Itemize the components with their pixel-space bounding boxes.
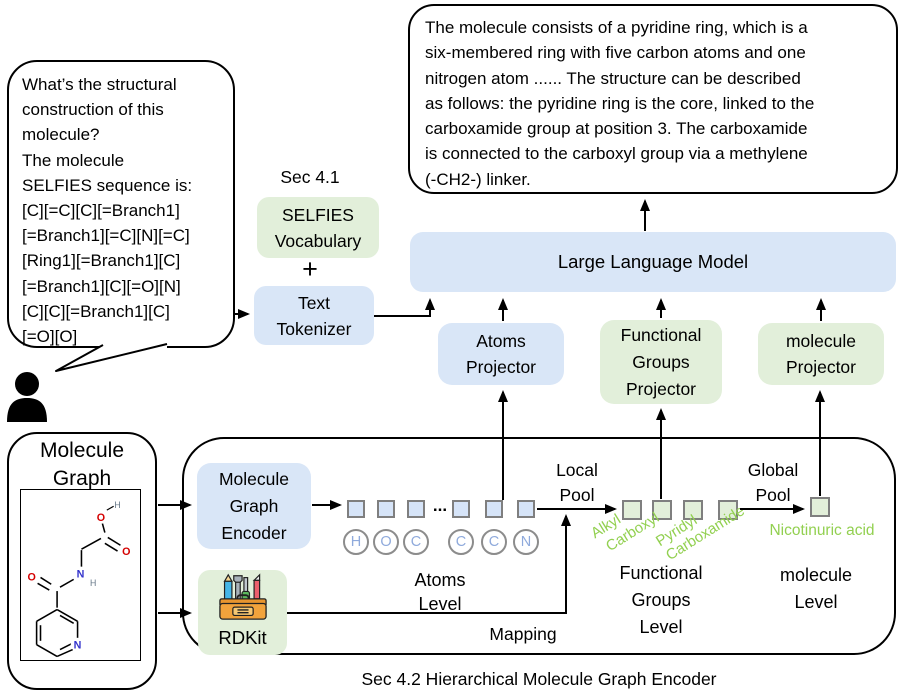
atom-token-square bbox=[407, 500, 425, 518]
tag-nicotinuric-acid: Nicotinuric acid bbox=[769, 522, 875, 539]
rdkit-label: RDKit bbox=[218, 627, 267, 648]
atom-circle-c: C bbox=[403, 529, 429, 555]
selfies-vocabulary-box: SELFIES Vocabulary bbox=[257, 197, 379, 258]
encoder-container bbox=[182, 437, 896, 655]
person-silhouette-icon bbox=[7, 372, 47, 422]
atom-label-h: H bbox=[114, 500, 120, 510]
atoms-projector-box: Atoms Projector bbox=[438, 323, 564, 385]
atom-token-square bbox=[452, 500, 470, 518]
rdkit-box: RDKit bbox=[198, 570, 287, 655]
figure-caption: Sec 4.2 Hierarchical Molecule Graph Enco… bbox=[361, 669, 717, 689]
molecule-graph-title: Molecule Graph bbox=[39, 439, 125, 490]
mapping-label: Mapping bbox=[489, 624, 557, 644]
global-pool-label: Global Pool bbox=[747, 460, 799, 505]
atom-circle-c: C bbox=[448, 529, 474, 555]
molecule-graph-encoder-box: Molecule Graph Encoder bbox=[197, 463, 311, 549]
atom-circle-n: N bbox=[513, 529, 539, 555]
molecule-projector-box: molecule Projector bbox=[758, 323, 884, 385]
atom-label-n: N bbox=[77, 568, 85, 580]
atom-label-h: H bbox=[90, 578, 96, 588]
functional-group-square bbox=[718, 500, 738, 520]
question-bubble: What’s the structural construction of th… bbox=[7, 60, 235, 348]
atom-token-square bbox=[517, 500, 535, 518]
atom-circle-c: C bbox=[481, 529, 507, 555]
toolbox-icon bbox=[218, 573, 267, 620]
functional-group-square bbox=[683, 500, 703, 520]
atom-circle-o: O bbox=[373, 529, 399, 555]
functional-group-square bbox=[652, 500, 672, 520]
plus-sign: + bbox=[302, 254, 318, 284]
arrow-tokenizer-to-llm bbox=[374, 298, 435, 317]
atom-token-square bbox=[485, 500, 503, 518]
user-icon bbox=[6, 372, 48, 422]
sec-41-label: Sec 4.1 bbox=[280, 167, 340, 187]
molecule-structure-image: H O O O N H N bbox=[20, 489, 141, 661]
llm-box: Large Language Model bbox=[410, 232, 896, 292]
functional-groups-projector-box: Functional Groups Projector bbox=[600, 320, 722, 404]
atom-label-n: N bbox=[74, 640, 82, 652]
local-pool-label: Local Pool bbox=[556, 460, 598, 505]
atom-circle-h: H bbox=[343, 529, 369, 555]
atom-label-o: O bbox=[97, 512, 105, 524]
ellipsis: ... bbox=[432, 496, 448, 515]
nicotinuric-acid-structure: H O O O N H N bbox=[28, 500, 130, 658]
atoms-level-label: Atoms Level bbox=[414, 570, 466, 614]
text-tokenizer-box: Text Tokenizer bbox=[254, 286, 374, 345]
functional-group-square bbox=[622, 500, 642, 520]
atom-label-o: O bbox=[28, 571, 36, 583]
atom-token-square bbox=[347, 500, 365, 518]
molecule-level-label: molecule Level bbox=[779, 565, 853, 612]
response-bubble: The molecule consists of a pyridine ring… bbox=[408, 4, 898, 194]
molecule-level-square bbox=[810, 497, 830, 517]
atom-label-o: O bbox=[122, 546, 130, 558]
atom-token-square bbox=[377, 500, 395, 518]
functional-groups-level-label: Functional Groups Level bbox=[619, 563, 703, 637]
